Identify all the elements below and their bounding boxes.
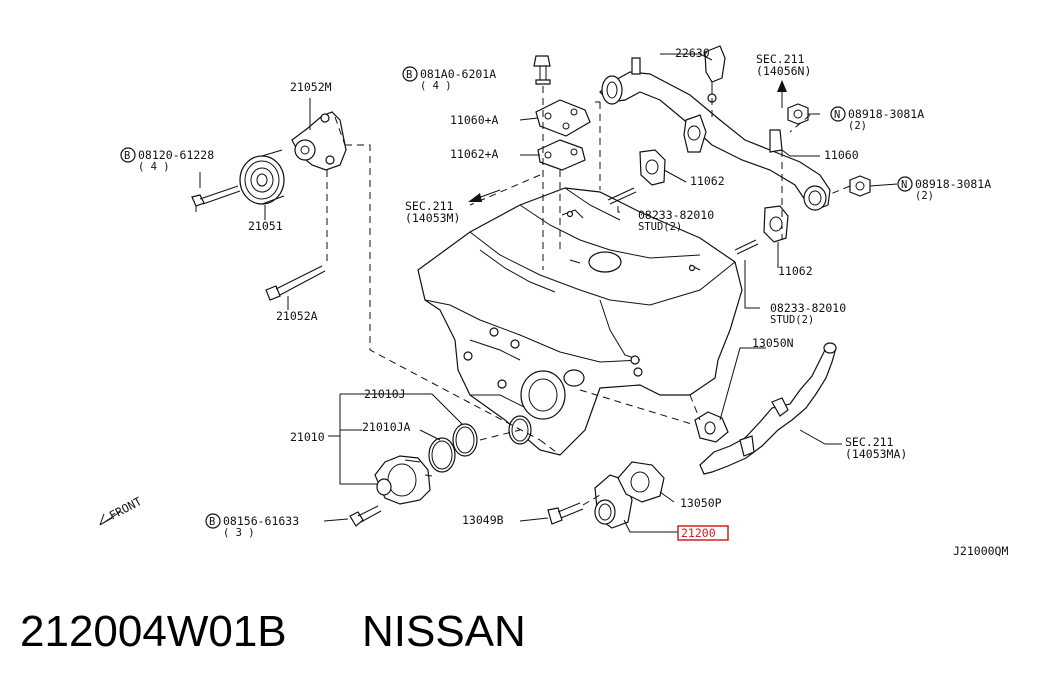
temperature-sensor-22630: [704, 45, 726, 103]
label-13050n[interactable]: 13050N: [752, 336, 794, 350]
label-stud-lower-qty: STUD(2): [770, 314, 814, 326]
bolt-symbol-icon: [120, 147, 136, 163]
label-08120-61228[interactable]: 08120-61228: [138, 148, 214, 162]
label-sec211-14053ma-code[interactable]: (14053MA): [845, 447, 907, 461]
part-labels: 22630 SEC.211 (14056N) B 081A0-6201A ( 4…: [107, 46, 1009, 558]
idler-pulley-assembly: [239, 111, 347, 205]
label-sec211-14053m[interactable]: SEC.211: [405, 199, 454, 213]
label-11060a[interactable]: 11060+A: [450, 113, 499, 127]
bolt-08120-61228: [191, 185, 241, 207]
label-front: FRONT: [107, 494, 144, 523]
label-08918-3081a-lower[interactable]: 08918-3081A: [915, 177, 991, 191]
brand-caption: NISSAN: [362, 607, 526, 656]
gasket-11062-upper: [639, 149, 666, 186]
gasket-13050p: [617, 461, 665, 503]
nut-08918-3081a-lower: [849, 175, 871, 197]
leader-lines: [195, 53, 898, 533]
gasket-11062-lower: [763, 205, 789, 243]
label-081a0-6201a[interactable]: 081A0-6201A: [420, 67, 496, 81]
label-13050p[interactable]: 13050P: [680, 496, 722, 510]
label-08918-3081a-upper[interactable]: 08918-3081A: [848, 107, 924, 121]
diagram-code: J21000QM: [953, 544, 1008, 558]
thermostat-housing-11060a: [535, 99, 591, 137]
highlight-box-21200: [677, 525, 729, 541]
svg-text:B: B: [209, 516, 215, 528]
water-pipe-13050n: [694, 342, 837, 475]
assembly-guide-lines: [326, 86, 851, 506]
label-stud-upper-qty: STUD(2): [638, 221, 682, 233]
gasket-21010ja: [428, 437, 456, 473]
bolt-08156-61633: [349, 505, 382, 527]
label-08156-qty: ( 3 ): [223, 527, 255, 539]
bolt-13049b: [547, 502, 584, 525]
bolt-symbol-icon: [205, 513, 221, 529]
nut-symbol-icon: [830, 106, 846, 122]
label-08120-qty: ( 4 ): [138, 161, 170, 173]
label-11060[interactable]: 11060: [824, 148, 859, 162]
label-21051[interactable]: 21051: [248, 219, 283, 233]
water-outlet-pipe-11060: [599, 57, 831, 211]
label-08156-61633[interactable]: 08156-61633: [223, 514, 299, 528]
label-11062a[interactable]: 11062+A: [450, 147, 499, 161]
sec211-14053m-arrow: [468, 189, 501, 202]
label-08918-lower-qty: (2): [915, 190, 934, 202]
label-21052a[interactable]: 21052A: [276, 309, 318, 323]
front-direction-arrow: [99, 511, 121, 526]
label-21010ja[interactable]: 21010JA: [362, 420, 411, 434]
bolt-081a0-6201a: [533, 55, 551, 85]
svg-text:B: B: [124, 150, 130, 162]
label-21010[interactable]: 21010: [290, 430, 325, 444]
label-08918-upper-qty: (2): [848, 120, 867, 132]
label-11062-lower[interactable]: 11062: [778, 264, 813, 278]
label-08233-82010-lower[interactable]: 08233-82010: [770, 301, 846, 315]
label-sec211-14053m-code[interactable]: (14053M): [405, 211, 460, 225]
stud-08233-82010-upper: [607, 187, 637, 205]
label-21200[interactable]: 21200: [681, 526, 716, 540]
label-08233-82010-upper[interactable]: 08233-82010: [638, 208, 714, 222]
stud-08233-82010-lower: [734, 239, 759, 255]
sec211-14056n-arrow: [777, 80, 787, 108]
label-sec211-14056n[interactable]: SEC.211: [756, 52, 805, 66]
label-11062-upper[interactable]: 11062: [690, 174, 725, 188]
gasket-11062a: [537, 139, 586, 171]
label-sec211-14053ma[interactable]: SEC.211: [845, 435, 894, 449]
label-081a0-qty: ( 4 ): [420, 80, 452, 92]
engine-block: [417, 187, 743, 456]
label-sec211-14056n-code[interactable]: (14056N): [756, 64, 811, 78]
label-21052m[interactable]: 21052M: [290, 80, 332, 94]
nut-symbol-icon: [897, 176, 913, 192]
svg-text:N: N: [901, 179, 907, 191]
label-21010j[interactable]: 21010J: [364, 387, 406, 401]
part-number-caption: 212004W01B: [20, 607, 287, 656]
svg-text:B: B: [406, 69, 412, 81]
water-pump-21010: [374, 455, 433, 505]
o-ring-21010j: [452, 423, 478, 457]
label-13049b[interactable]: 13049B: [462, 513, 504, 527]
svg-text:N: N: [834, 109, 840, 121]
bolt-symbol-icon: [402, 66, 418, 82]
label-22630[interactable]: 22630: [675, 46, 710, 60]
nut-08918-3081a-upper: [787, 103, 809, 125]
bolt-21052a: [265, 265, 326, 301]
